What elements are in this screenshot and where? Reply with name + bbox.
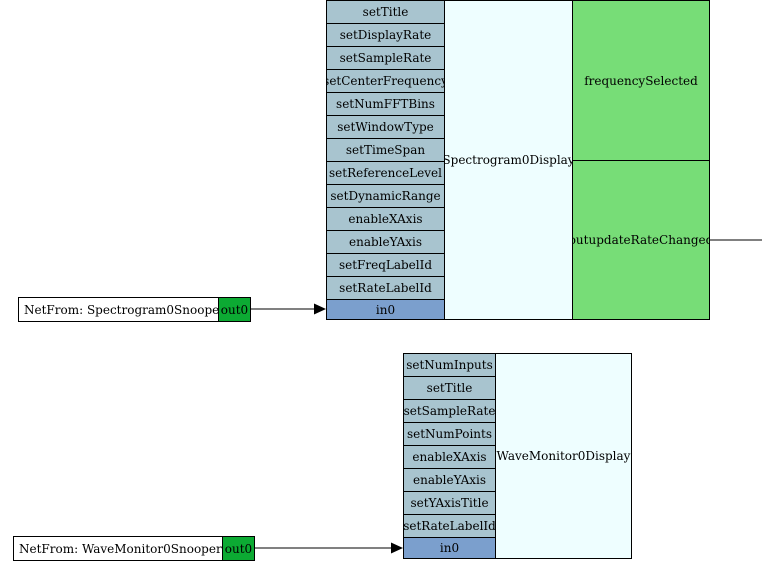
port-label: outupdateRateChanged xyxy=(572,233,710,247)
port-enableXAxis[interactable]: enableXAxis xyxy=(326,207,445,231)
port-outupdateRateChanged[interactable]: outupdateRateChanged xyxy=(572,160,710,320)
port-label: frequencySelected xyxy=(584,73,698,88)
port-label: in0 xyxy=(439,541,460,555)
port-setSampleRate[interactable]: setSampleRate xyxy=(403,399,496,423)
port-label: enableYAxis xyxy=(412,473,487,487)
port-label: setRateLabelId xyxy=(403,519,496,533)
port-setNumFFTBins[interactable]: setNumFFTBins xyxy=(326,92,445,116)
arrowhead xyxy=(391,542,403,554)
block-name: WaveMonitor0Display xyxy=(496,449,631,463)
net-source-spectrogram[interactable]: NetFrom: Spectrogram0Snooper[0] xyxy=(18,297,219,322)
port-label: setRateLabelId xyxy=(339,281,432,295)
port-setTimeSpan[interactable]: setTimeSpan xyxy=(326,138,445,162)
port-in0[interactable]: in0 xyxy=(403,537,496,559)
net-source-wavemonitor[interactable]: NetFrom: WaveMonitor0Snooper[0] xyxy=(13,536,223,561)
port-label: setSampleRate xyxy=(403,404,496,418)
port-label: setNumPoints xyxy=(406,427,493,441)
port-setSampleRate[interactable]: setSampleRate xyxy=(326,46,445,70)
port-label: setTimeSpan xyxy=(345,143,426,157)
port-label: setCenterFrequency xyxy=(326,74,445,88)
port-label: setNumInputs xyxy=(406,358,493,372)
port-label: in0 xyxy=(375,302,396,317)
port-label: setSampleRate xyxy=(339,51,432,65)
port-frequencySelected[interactable]: frequencySelected xyxy=(572,0,710,161)
port-setTitle[interactable]: setTitle xyxy=(326,0,445,24)
port-enableYAxis[interactable]: enableYAxis xyxy=(403,468,496,492)
port-in0[interactable]: in0 xyxy=(326,299,445,320)
port-label: enableXAxis xyxy=(348,212,423,226)
arrowhead xyxy=(314,303,326,315)
net-out-port[interactable]: out0 xyxy=(218,297,251,322)
port-setWindowType[interactable]: setWindowType xyxy=(326,115,445,139)
port-setFreqLabelId[interactable]: setFreqLabelId xyxy=(326,253,445,277)
port-label: enableXAxis xyxy=(412,450,487,464)
port-label: enableYAxis xyxy=(348,235,423,249)
net-label: NetFrom: WaveMonitor0Snooper[0] xyxy=(19,541,223,556)
port-setNumInputs[interactable]: setNumInputs xyxy=(403,353,496,377)
port-label: setNumFFTBins xyxy=(336,97,435,111)
block-name-cell[interactable]: Spectrogram0Display xyxy=(444,0,573,320)
port-label: out0 xyxy=(220,302,249,317)
port-label: setDynamicRange xyxy=(330,189,441,203)
port-label: setYAxisTitle xyxy=(410,496,489,510)
block-name-cell[interactable]: WaveMonitor0Display xyxy=(495,353,632,559)
port-label: out0 xyxy=(224,541,253,556)
port-setRateLabelId[interactable]: setRateLabelId xyxy=(326,276,445,300)
port-setDynamicRange[interactable]: setDynamicRange xyxy=(326,184,445,208)
block-name: Spectrogram0Display xyxy=(444,153,573,167)
port-label: setWindowType xyxy=(337,120,434,134)
port-label: setFreqLabelId xyxy=(338,258,433,272)
port-label: setTitle xyxy=(362,5,409,19)
port-label: setTitle xyxy=(426,381,473,395)
net-label: NetFrom: Spectrogram0Snooper[0] xyxy=(24,302,219,317)
port-label: setReferenceLevel xyxy=(329,166,442,180)
net-out-port[interactable]: out0 xyxy=(222,536,255,561)
port-label: setDisplayRate xyxy=(339,28,432,42)
